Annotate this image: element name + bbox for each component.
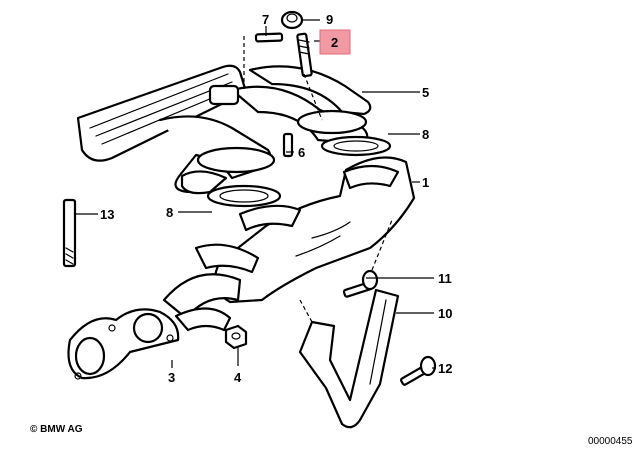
stud-7 <box>254 32 284 43</box>
exhaust-gasket <box>67 308 180 380</box>
nut-9 <box>280 10 304 30</box>
highlight-part-2 <box>319 29 351 55</box>
stud-2 <box>296 32 313 78</box>
callout-8-lower[interactable]: 8 <box>166 205 173 220</box>
bolt-11 <box>342 269 379 298</box>
callout-12[interactable]: 12 <box>438 361 452 376</box>
callout-13[interactable]: 13 <box>100 207 114 222</box>
bolt-12 <box>400 355 437 386</box>
dash-line-bracket <box>299 299 313 323</box>
intake-manifold <box>76 64 372 195</box>
nut-4 <box>224 324 248 350</box>
leader-lines <box>76 19 436 369</box>
callout-4[interactable]: 4 <box>234 370 242 385</box>
callout-5[interactable]: 5 <box>422 85 429 100</box>
diagram-id: 00000455 <box>588 436 633 447</box>
gasket-lower <box>206 184 282 208</box>
exhaust-manifold <box>162 156 416 332</box>
copyright-notice: © BMW AG <box>30 424 83 435</box>
callout-11[interactable]: 11 <box>438 271 452 286</box>
bracket-10 <box>298 288 400 429</box>
callout-7[interactable]: 7 <box>262 12 269 27</box>
callout-8-upper[interactable]: 8 <box>422 127 429 142</box>
dash-line-stud2 <box>303 73 323 121</box>
dash-line-bolt11 <box>371 219 393 271</box>
callout-3[interactable]: 3 <box>168 370 175 385</box>
gasket-upper <box>320 135 392 157</box>
stud-13 <box>62 198 77 268</box>
callout-1[interactable]: 1 <box>422 175 429 190</box>
callout-2[interactable]: 2 <box>331 35 338 50</box>
callout-10[interactable]: 10 <box>438 306 452 321</box>
stud-6 <box>282 132 294 158</box>
callout-9[interactable]: 9 <box>326 12 333 27</box>
callout-6[interactable]: 6 <box>298 145 305 160</box>
